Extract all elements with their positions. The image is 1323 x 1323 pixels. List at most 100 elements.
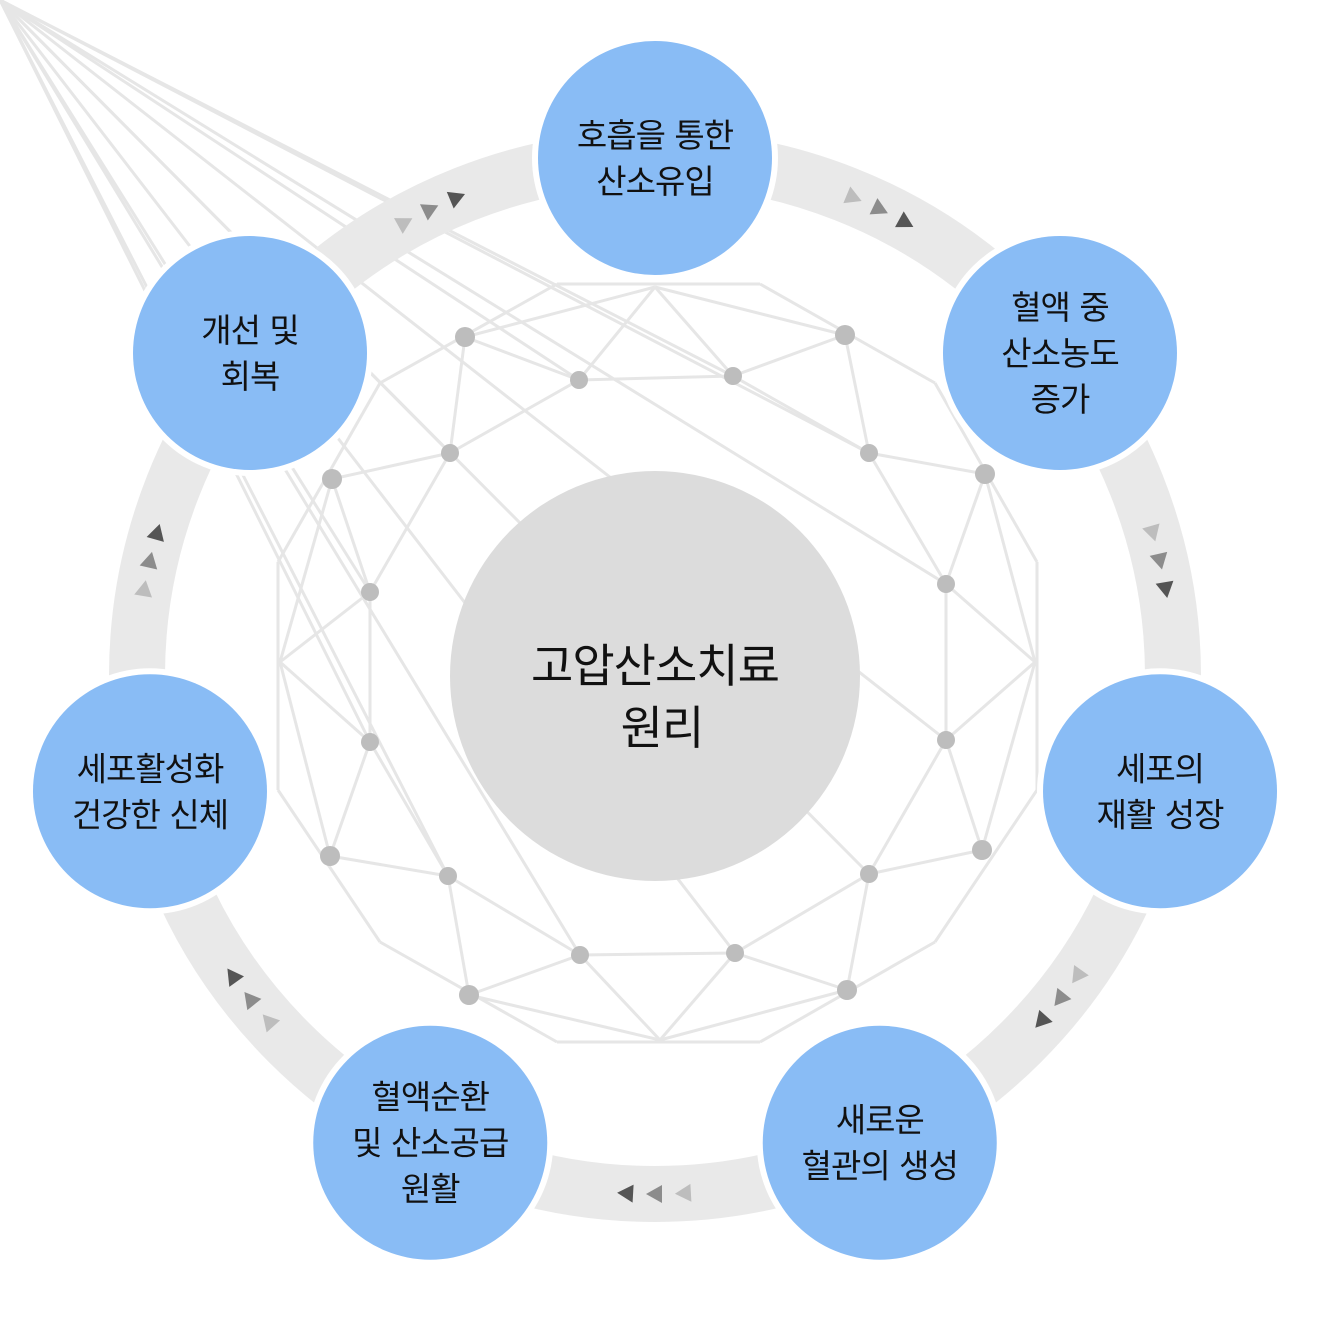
network-line [331,451,451,481]
arrow-icon [227,968,244,987]
network-line [279,590,371,664]
network-node [837,980,857,1000]
network-line [944,739,984,851]
arrow-icon [674,1183,692,1202]
arrow-icon [1155,580,1174,598]
arrow-icon [244,991,262,1011]
step-label-line: 원활 [401,1170,460,1209]
network-line [448,336,467,454]
network-line [845,873,871,991]
network-node [361,583,379,601]
step-label-line: 산소농도 [1001,334,1118,373]
network-line [0,0,582,956]
step-label-line: 혈액순환 [372,1078,490,1117]
network-line [843,334,871,454]
network-node [726,944,744,962]
network-line [464,285,656,339]
network-line [464,335,580,382]
network-node [860,865,878,883]
arrow-icon [394,218,413,234]
network-line [579,951,736,957]
network-line [279,660,371,744]
network-node [322,469,342,489]
step-label-line: 새로운 [836,1101,924,1140]
network-line [980,661,1037,851]
step-label-line: 혈관의 생성 [802,1147,958,1186]
network-line [276,789,382,943]
network-line [868,451,986,476]
step-label-line: 세포의 [1116,749,1204,788]
network-line [468,953,581,997]
network-node [455,327,475,347]
step-label-line: 회복 [221,357,280,396]
network-line [330,478,372,593]
network-line [868,848,983,876]
network-node [439,867,457,885]
network-node [975,464,995,484]
network-line [446,875,471,996]
arrow-icon [646,1185,662,1203]
network-line [578,374,734,382]
step-label-line: 및 산소공급 [352,1124,508,1163]
network-line [944,473,987,585]
network-node [860,444,878,462]
network-line [0,0,947,586]
step-label-line: 재활 성장 [1097,795,1225,834]
step-label-line: 증가 [1031,380,1090,419]
network-line [449,378,580,455]
arrow-icon [1072,964,1089,984]
arrow-icon [446,191,466,209]
network-line [658,952,737,1041]
network-node [361,733,379,751]
step-label-line: 산소유입 [596,162,713,201]
network-line [933,789,1039,943]
network-line [328,741,372,857]
center-title-line-2: 원리 [621,701,704,755]
arrow-icon [146,524,164,542]
network-line [0,0,580,382]
network-line [578,953,662,1042]
network-line [278,478,334,663]
arrow-icon [895,211,914,228]
arrow-icon [139,551,158,570]
arrow-icon [617,1184,634,1203]
network-node [441,444,459,462]
arrow-icon [419,204,439,221]
step-circle-7: 개선 및회복 [127,230,374,477]
network-node [835,325,855,345]
network-line [945,660,1036,742]
network-node [459,985,479,1005]
step-label-line: 혈액 중 [1011,288,1109,327]
network-node [937,731,955,749]
network-line [468,993,661,1042]
network-node [972,840,992,860]
arrow-icon [134,580,152,598]
arrow-icon [1035,1009,1053,1028]
network-line [983,473,1037,663]
step-label-line: 개선 및 [201,311,299,350]
arrow-icon [1149,551,1168,570]
arrow-icon [1142,523,1160,542]
network-line [329,854,449,878]
network-line [734,872,870,955]
network-line [278,661,332,857]
network-node [724,367,742,385]
network-line [867,452,948,585]
network-line [734,951,848,992]
network-node [320,846,340,866]
network-node [570,371,588,389]
network-line [368,452,452,593]
network-line [577,286,657,381]
network-line [867,739,948,875]
arrow-icon [843,186,862,204]
network-line [654,285,846,337]
network-line [0,0,452,455]
